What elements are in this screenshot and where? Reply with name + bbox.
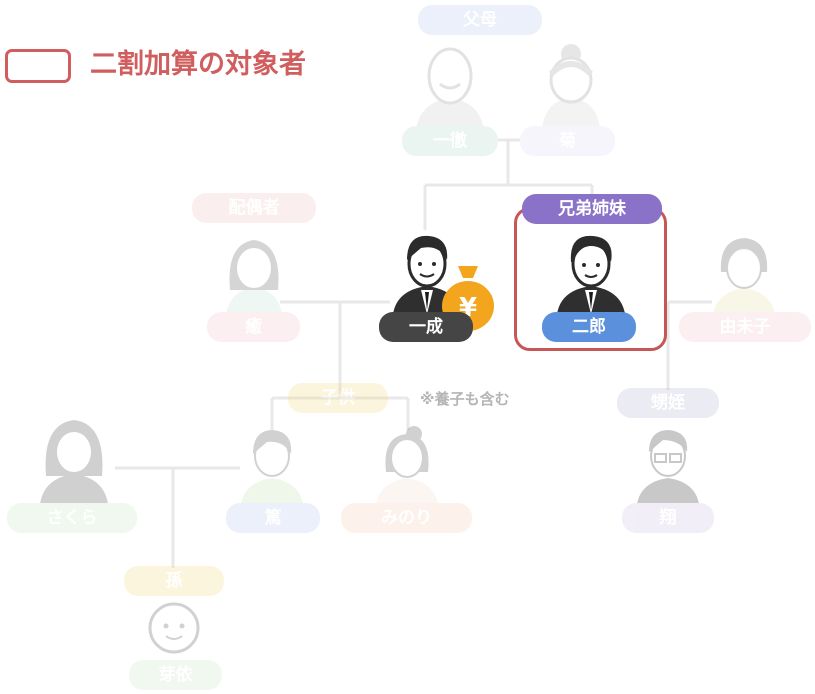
father-avatar-icon — [416, 47, 484, 130]
child-minori-avatar-icon — [376, 426, 438, 504]
other-sibling-avatar-icon — [713, 238, 775, 314]
father-name: 一徹 — [402, 126, 498, 156]
grandchildren-label: 孫 — [124, 566, 224, 596]
child-atsushi-name: 篤 — [226, 503, 320, 533]
other-sibling-name: 由未子 — [679, 312, 811, 342]
nephews-label: 甥姪 — [617, 388, 719, 418]
spouse-avatar-icon — [226, 240, 282, 314]
adoption-note: ※養子も含む — [420, 390, 510, 408]
children-label: 子供 — [288, 383, 388, 413]
legend-swatch — [5, 49, 71, 83]
mother-name: 菊 — [520, 126, 615, 156]
nephew-name: 翔 — [622, 503, 714, 533]
sibling-avatar-icon — [557, 235, 625, 314]
child-sakura-name: さくら — [7, 503, 137, 533]
mother-avatar-icon — [542, 44, 600, 128]
child-atsushi-avatar-icon — [241, 430, 303, 504]
parents-label: 父母 — [418, 5, 542, 35]
sibling-name: 二郎 — [542, 312, 636, 342]
legend-label: 二割加算の対象者 — [90, 49, 306, 80]
spouse-label: 配偶者 — [192, 193, 316, 223]
grandchild-name: 芽依 — [129, 660, 222, 690]
self-name: 一成 — [379, 312, 473, 342]
child-minori-name: みのり — [341, 503, 472, 533]
nephew-avatar-icon — [637, 430, 699, 504]
child-sakura-avatar-icon — [40, 420, 108, 504]
siblings-label: 兄弟姉妹 — [522, 194, 662, 224]
grandchild-avatar-icon — [148, 602, 200, 654]
spouse-name: 癒 — [207, 312, 300, 342]
